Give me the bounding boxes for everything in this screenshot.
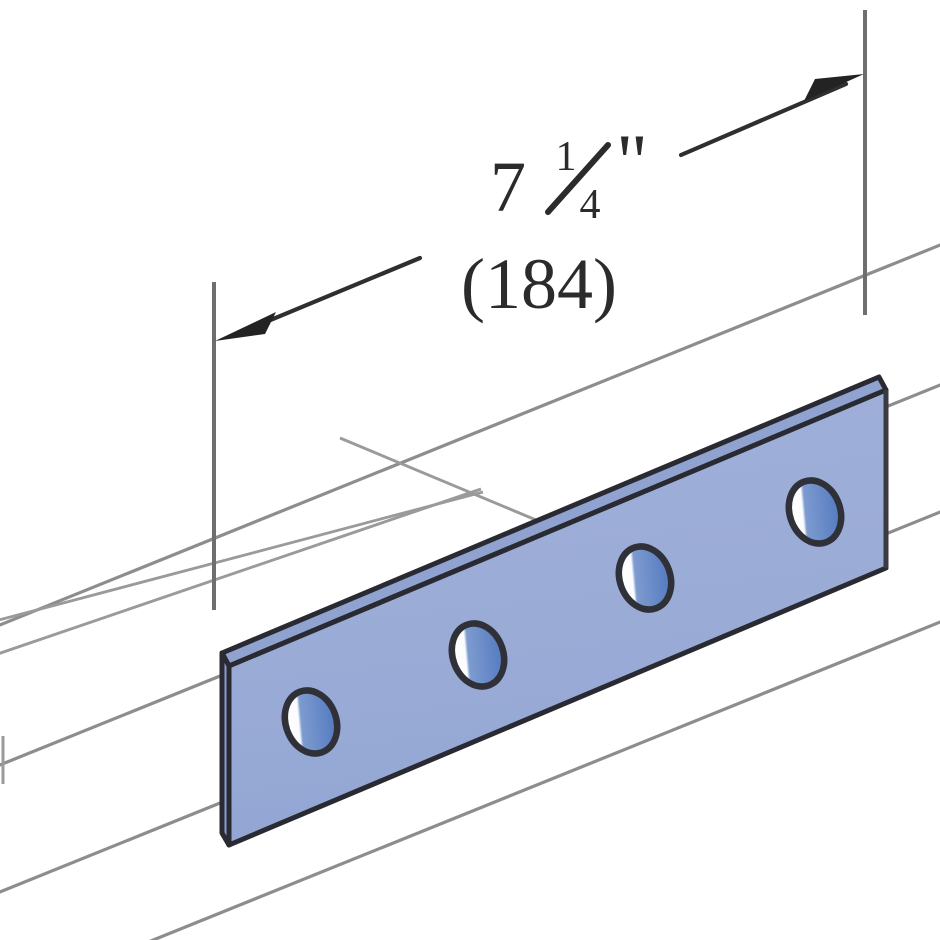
plate-hole-group — [281, 477, 845, 757]
hole-4-bore — [792, 483, 838, 541]
hole-3-bore — [622, 549, 668, 607]
channel-line-lip-upper — [0, 490, 484, 622]
dimension-primary-whole: 7 — [490, 147, 526, 227]
dimension-fraction-denominator: 4 — [580, 182, 601, 228]
channel-lip-vee-left — [0, 487, 482, 655]
hole-4-ring — [785, 477, 845, 547]
hole-3 — [615, 543, 675, 613]
channel-line-top-far — [0, 243, 940, 627]
hole-2-bore — [455, 626, 501, 684]
hole-1-ring — [281, 687, 341, 757]
hole-4 — [785, 477, 845, 547]
dimension-text-group: 7 1 4 " (184) — [461, 118, 648, 324]
channel-lip-vee-right — [339, 436, 561, 532]
splice-plate — [219, 374, 889, 848]
fraction-bar — [545, 142, 611, 215]
dimension-inch-mark: " — [616, 118, 648, 205]
channel-line-bottom — [148, 620, 940, 940]
dimension-metric-label: (184) — [461, 244, 617, 324]
hole-1-bore — [288, 693, 334, 751]
hole-2 — [448, 620, 508, 690]
hole-1 — [281, 687, 341, 757]
hole-3-ring — [615, 543, 675, 613]
dimension-fraction-numerator: 1 — [556, 134, 577, 180]
strut-channel-lip-vee — [0, 436, 561, 655]
dimension-group — [212, 10, 867, 610]
arrowhead-right — [804, 74, 864, 101]
hole-2-ring — [448, 620, 508, 690]
leader-line-right — [678, 81, 849, 158]
arrowhead-left — [215, 312, 276, 341]
